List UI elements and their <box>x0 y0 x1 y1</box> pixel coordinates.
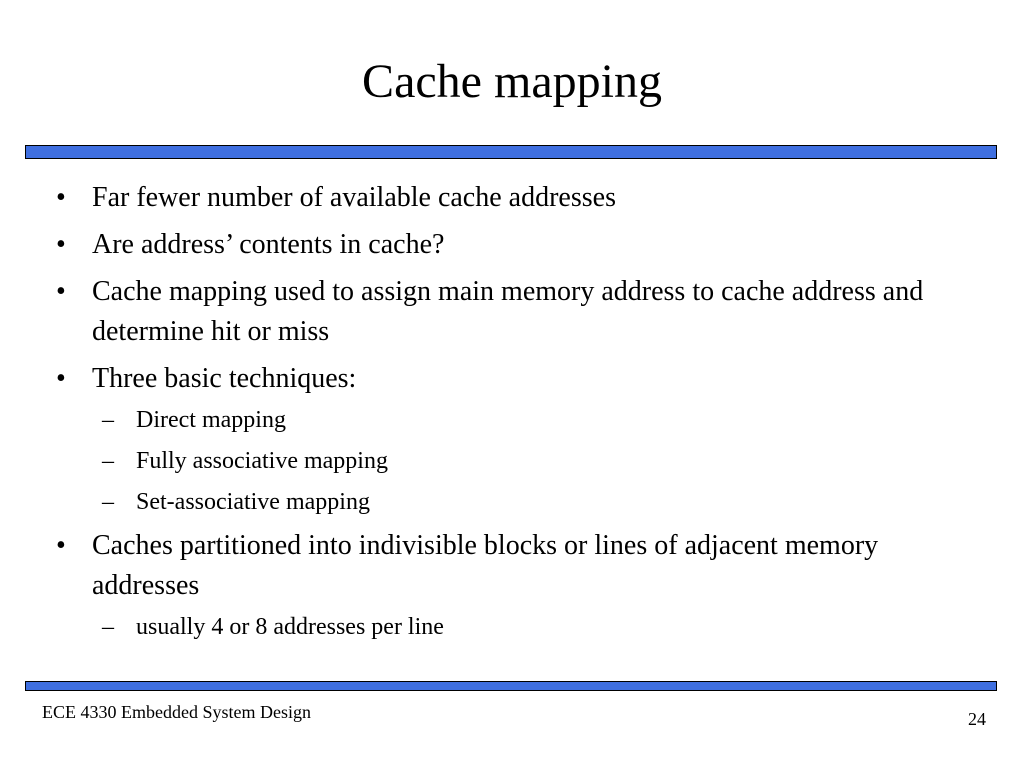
dash-marker: – <box>102 407 114 433</box>
dash-marker: – <box>102 489 114 515</box>
page-number: 24 <box>968 709 986 729</box>
bullet-text: Caches partitioned into indivisible bloc… <box>92 530 879 601</box>
sub-bullet-item: – Set-associative mapping <box>92 485 972 519</box>
course-footer: ECE 4330 Embedded System Design <box>42 702 311 722</box>
sub-bullet-text: usually 4 or 8 addresses per line <box>136 614 444 640</box>
bullet-item: • Cache mapping used to assign main memo… <box>52 272 972 352</box>
title-divider-bar <box>25 145 997 159</box>
sub-bullet-text: Fully associative mapping <box>136 448 388 474</box>
sub-bullet-item: – Direct mapping <box>92 403 972 437</box>
bullet-text: Are address’ contents in cache? <box>92 229 445 260</box>
bullet-item: • Are address’ contents in cache? <box>52 225 972 265</box>
bullet-list: • Far fewer number of available cache ad… <box>52 178 972 651</box>
bullet-text: Far fewer number of available cache addr… <box>92 182 616 213</box>
slide-title: Cache mapping <box>362 55 662 108</box>
bullet-item: • Far fewer number of available cache ad… <box>52 178 972 218</box>
bullet-item: • Three basic techniques: – Direct mappi… <box>52 359 972 519</box>
bullet-item: • Caches partitioned into indivisible bl… <box>52 526 972 644</box>
bullet-marker: • <box>56 182 66 213</box>
dash-marker: – <box>102 614 114 640</box>
footer-divider-bar <box>25 681 997 691</box>
sub-bullet-text: Set-associative mapping <box>136 489 370 515</box>
bullet-text: Cache mapping used to assign main memory… <box>92 276 924 347</box>
line-note-sublist: – usually 4 or 8 addresses per line <box>92 610 972 644</box>
sub-bullet-text: Direct mapping <box>136 407 286 433</box>
bullet-marker: • <box>56 530 66 561</box>
bullet-marker: • <box>56 276 66 307</box>
sub-bullet-item: – usually 4 or 8 addresses per line <box>92 610 972 644</box>
bullet-marker: • <box>56 363 66 394</box>
bullet-marker: • <box>56 229 66 260</box>
sub-bullet-item: – Fully associative mapping <box>92 444 972 478</box>
technique-sublist: – Direct mapping – Fully associative map… <box>92 403 972 519</box>
bullet-text: Three basic techniques: <box>92 363 357 394</box>
dash-marker: – <box>102 448 114 474</box>
